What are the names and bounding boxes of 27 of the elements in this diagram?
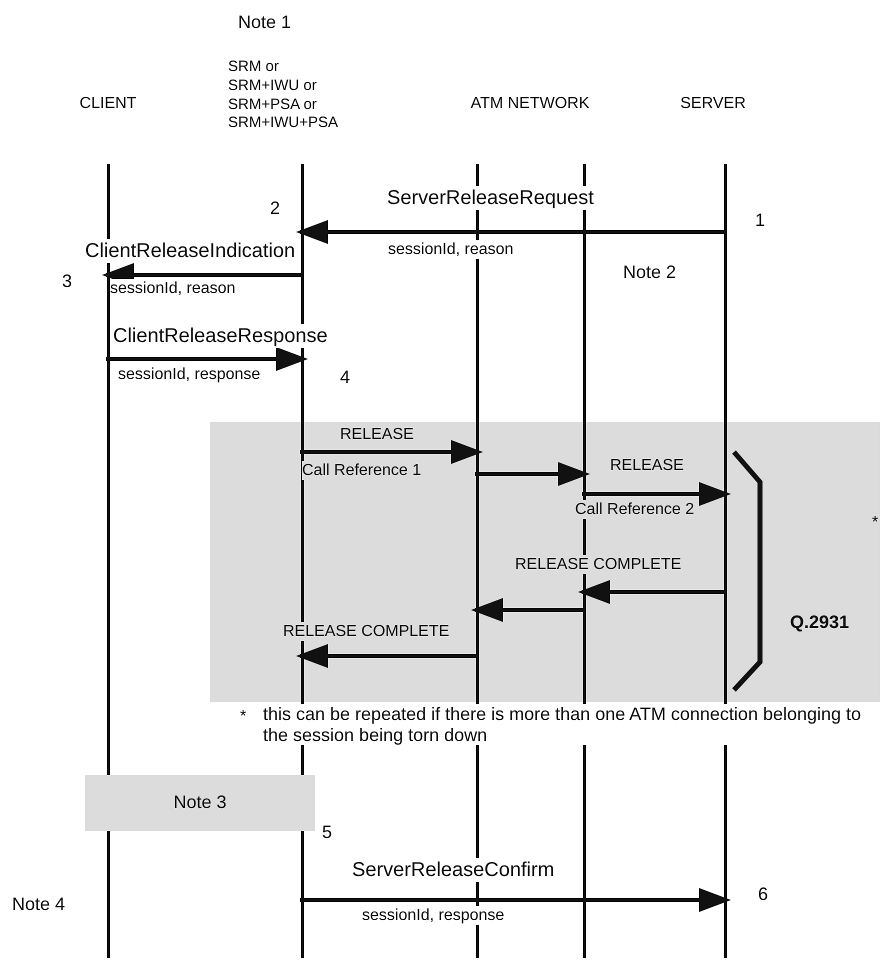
parameter-text: Call Reference 2 — [575, 500, 694, 520]
parameter-text: sessionId, response — [118, 365, 260, 384]
parameter-text: sessionId, response — [362, 906, 504, 926]
participant-label: ATM NETWORK — [470, 94, 590, 114]
edge-label: RELEASE COMPLETE — [515, 555, 682, 574]
participant-label: SRM or SRM+IWU or SRM+PSA or SRM+IWU+PSA — [228, 58, 338, 133]
note-box: Note 3 — [85, 775, 315, 831]
participant-label: CLIENT — [78, 94, 138, 114]
edge-label: RELEASE COMPLETE — [283, 622, 450, 642]
edge-label: ServerReleaseRequest — [387, 186, 594, 210]
message-arrow — [475, 462, 590, 486]
edge-label: ClientReleaseResponse — [113, 324, 328, 348]
edge-label: ClientReleaseIndication — [85, 239, 296, 263]
message-arrow — [471, 598, 586, 622]
message-arrow — [578, 580, 727, 604]
message-arrow — [300, 888, 731, 912]
parameter-text: sessionId, reason — [110, 279, 236, 298]
participant-label: SERVER — [679, 94, 747, 114]
message-arrow — [296, 220, 727, 244]
message-arrow — [300, 440, 483, 464]
edge-label: ServerReleaseConfirm — [352, 858, 554, 882]
protocol-label: Q.2931 — [790, 612, 850, 634]
parameter-text: Call Reference 1 — [302, 461, 422, 480]
message-arrow — [296, 644, 479, 668]
message-arrow — [106, 347, 308, 371]
parameter-text: sessionId, reason — [388, 240, 514, 260]
message-arrow — [582, 482, 731, 506]
